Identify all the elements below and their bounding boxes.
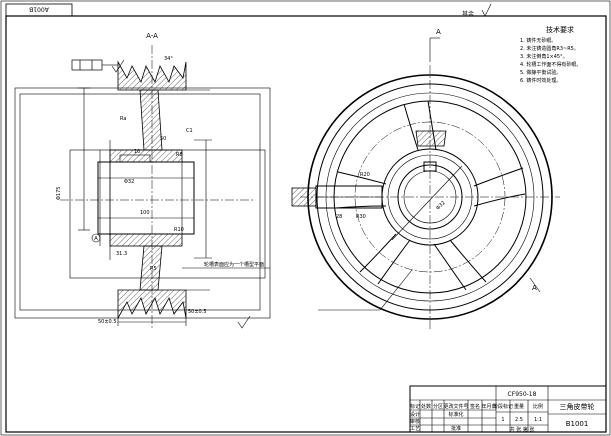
upper-rim: [117, 60, 187, 91]
rev-h-5: 年月日: [481, 403, 496, 410]
note-line-6: 6. 铸件时效处理。: [520, 77, 561, 84]
sheet-label: 共 张 第 张: [510, 426, 535, 433]
spoke-bottom-right: [433, 239, 487, 291]
dim-bore: Φ32: [124, 179, 134, 185]
spoke-right: [473, 167, 526, 207]
title-weight: 2.5: [515, 417, 523, 423]
rev-h-0: 标记: [410, 403, 420, 410]
section-view: A-A: [14, 32, 271, 330]
title-block: CF950-18 三角皮带轮 B1001 标记 处数 分区 更改文件号 签名 年…: [409, 385, 607, 433]
finish-note: 轮槽表面应为一个槽型平面: [204, 261, 264, 268]
dim-spoke-r: R30: [356, 214, 366, 220]
hub-upper: [109, 149, 183, 163]
note-line-5: 5. 做静平衡试验。: [520, 69, 561, 76]
section-letter-bottom: A: [532, 284, 537, 292]
title-quantity: 1: [501, 417, 504, 423]
tolerance-frame: [71, 59, 118, 71]
standardization: 标准化: [448, 411, 463, 418]
dim-groove-angle: 34°: [164, 56, 173, 62]
stage-h-2: 比例: [533, 403, 543, 410]
dim-front-bore: Φ32: [435, 200, 447, 212]
role-design: 设计: [410, 411, 420, 418]
title-scale: 1:1: [534, 417, 542, 423]
roughness-note: 其余: [462, 3, 492, 18]
upper-web: [139, 89, 163, 151]
hub-lower: [109, 233, 183, 247]
rev-h-2: 分区: [433, 403, 443, 410]
dim-web-r2: R5: [150, 266, 157, 272]
number-tag-box: [5, 3, 73, 17]
title-model: CF950-18: [508, 391, 537, 398]
front-view: A A R20 R30 28 Φ32: [291, 28, 560, 330]
title-part-name: 三角皮带轮: [560, 402, 595, 411]
dim-rim-width: 50: [160, 136, 166, 142]
number-tag: A001B: [29, 6, 49, 13]
note-line-3: 3. 未注倒角1×45°。: [520, 53, 568, 60]
dim-bottom-left: 50±0.5: [98, 319, 117, 325]
dim-bottom-right: 50±0.5: [188, 309, 207, 315]
dim-keyway: 10: [134, 149, 140, 155]
dim-hub-width: 100: [140, 210, 150, 216]
spoke-bottom-left: [359, 233, 411, 285]
stage-h-0: 阶段标记: [493, 403, 513, 410]
dim-web-r1: R10: [174, 227, 184, 233]
dim-chamfer: C1: [186, 128, 193, 134]
dim-cut-size: 28: [336, 214, 342, 220]
note-line-1: 1. 铸件无砂眼。: [520, 37, 556, 44]
note-line-4: 4. 轮槽工作面不得有砂眼。: [520, 61, 581, 68]
note-line-2: 2. 未注铸造圆角R3~R5。: [520, 45, 579, 52]
dim-ra: Ra: [120, 116, 126, 122]
role-process: 工艺: [410, 426, 420, 432]
dim-wall: R8: [176, 152, 183, 158]
lower-rim: [117, 289, 187, 320]
role-approve: 批准: [451, 425, 461, 432]
svg-text:A: A: [94, 236, 98, 242]
notes-title: 技术要求: [546, 25, 574, 34]
section-view-label: A-A: [146, 32, 158, 40]
dim-rim-label: 31.3: [116, 251, 127, 257]
dim-hub-diameter: Φ175: [56, 187, 62, 200]
rev-h-1: 处数: [421, 403, 431, 410]
technical-notes: 技术要求 1. 铸件无砂眼。 2. 未注铸造圆角R3~R5。 3. 未注倒角1×…: [520, 25, 581, 84]
stage-h-1: 重量: [514, 403, 524, 410]
rev-h-4: 签名: [470, 403, 480, 410]
section-letter-top: A: [436, 28, 441, 36]
role-review: 审核: [410, 418, 420, 425]
roughness-label: 其余: [462, 10, 474, 18]
title-drawing-code: B1001: [566, 420, 589, 428]
rev-h-3: 更改文件号: [443, 403, 468, 410]
dim-web-r3: R20: [360, 172, 370, 178]
inner-border: [5, 15, 607, 433]
